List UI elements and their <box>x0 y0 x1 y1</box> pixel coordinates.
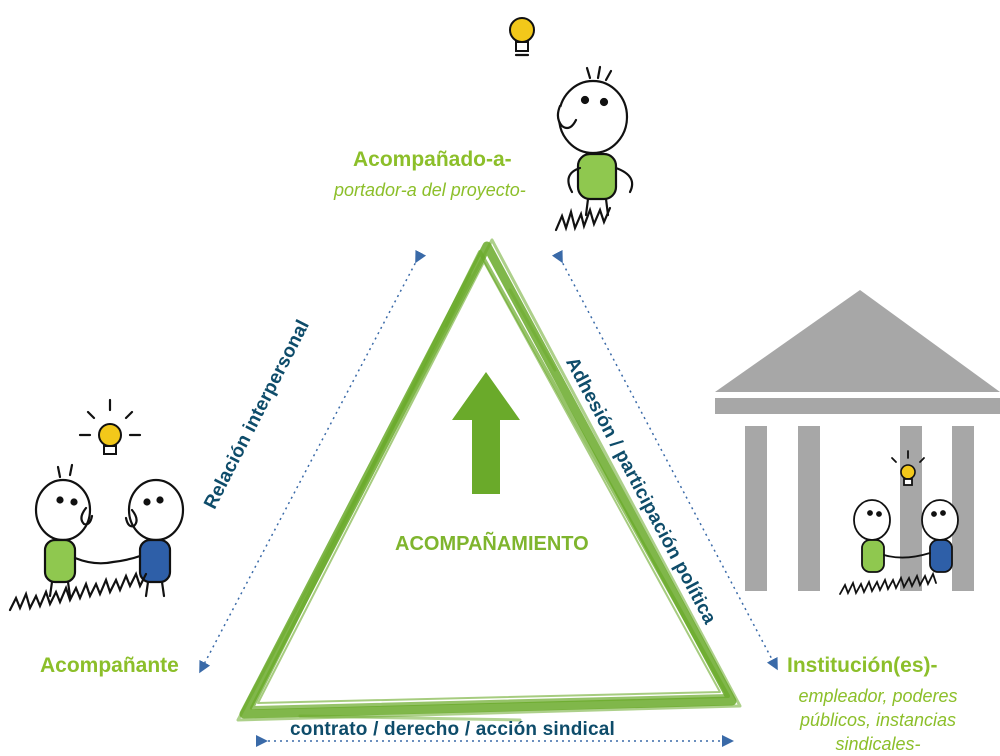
accompanied-figure-icon <box>509 17 634 232</box>
institution-subtitle-line: empleador, poderes <box>798 686 958 706</box>
institution-building-icon <box>715 290 1000 591</box>
accompaniment-triangle <box>236 238 742 722</box>
accompanist-title: Acompañante <box>40 654 179 677</box>
accompanied-title: Acompañado-a- <box>353 148 512 171</box>
bottom-edge-label: contrato / derecho / acción sindical <box>290 719 616 740</box>
right-dotted-connector <box>551 249 778 671</box>
right-lightbulb-icon <box>891 450 925 486</box>
accompanied-subtitle: portador-a del proyecto- <box>334 180 526 200</box>
top-lightbulb-icon <box>509 17 535 57</box>
center-label: ACOMPAÑAMIENTO <box>395 533 589 555</box>
accompanist-figures-icon <box>8 398 185 612</box>
left-lightbulb-icon <box>78 398 142 455</box>
institution-subtitle: empleador, poderes públicos, instancias … <box>763 684 993 756</box>
up-arrow-icon <box>452 372 520 494</box>
institution-figures-icon <box>839 450 959 596</box>
institution-subtitle-line: públicos, instancias <box>799 710 957 730</box>
institution-subtitle-line: sindicales- <box>835 734 921 754</box>
institution-title: Institución(es)- <box>787 654 938 677</box>
